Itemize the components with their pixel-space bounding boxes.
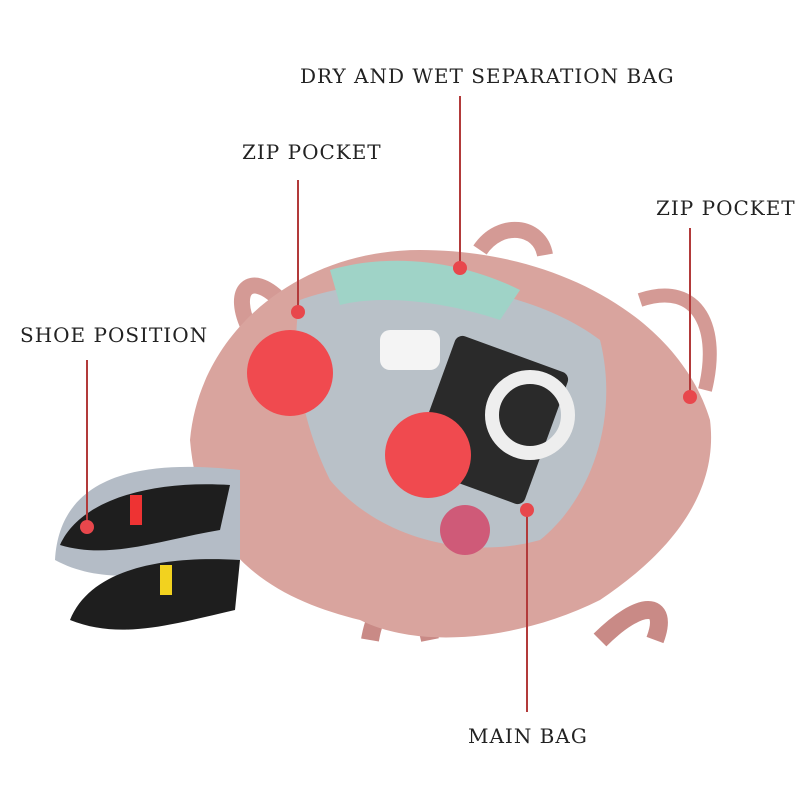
leader-dot (291, 305, 305, 319)
shoe-lower (70, 559, 240, 630)
shoe-accent (160, 565, 172, 595)
leader-dot (683, 390, 697, 404)
leader-dot (453, 261, 467, 275)
left-handle (233, 277, 286, 334)
sunglasses-case (440, 505, 490, 555)
top-handle (473, 221, 553, 258)
headphones (485, 370, 575, 460)
leader-dot (520, 503, 534, 517)
leader-dot (80, 520, 94, 534)
towel (330, 260, 520, 320)
power-bank (380, 330, 440, 370)
highlight-circle (247, 330, 333, 416)
shoe-accent (130, 495, 142, 525)
label-dry-wet-separation-bag: DRY AND WET SEPARATION BAG (300, 64, 675, 88)
label-zip-pocket-right: ZIP POCKET (656, 196, 796, 220)
label-zip-pocket-left: ZIP POCKET (242, 140, 382, 164)
highlight-circle (385, 412, 471, 498)
label-shoe-position: SHOE POSITION (20, 323, 209, 347)
right-handle (637, 288, 717, 392)
shoe-upper (60, 484, 230, 551)
label-main-bag: MAIN BAG (468, 724, 588, 748)
